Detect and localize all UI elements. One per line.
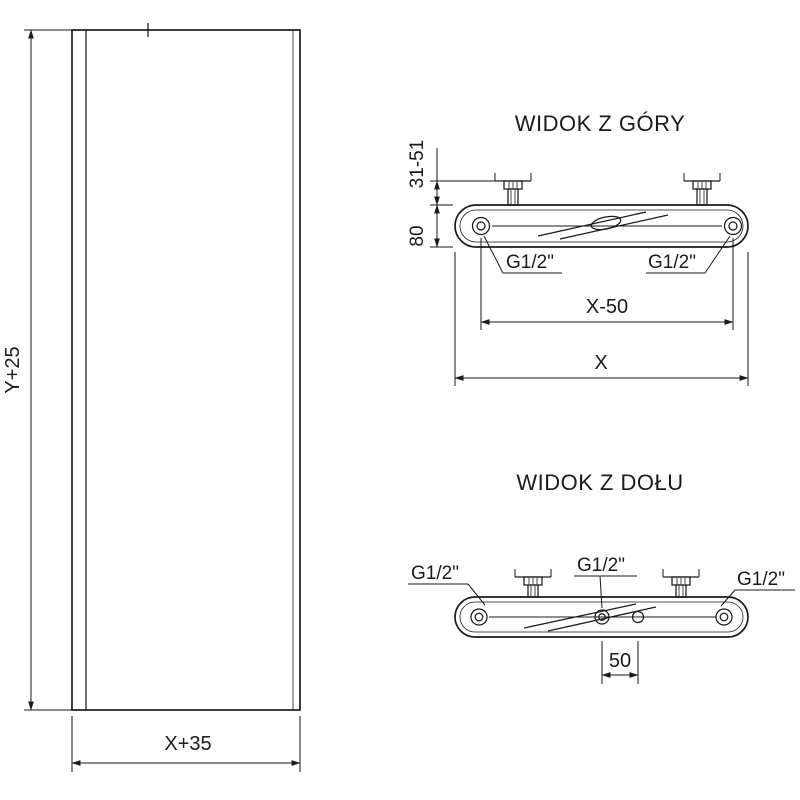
bracket-stem bbox=[696, 188, 708, 206]
width-dimension: X+35 bbox=[71, 716, 301, 772]
bracket-stem bbox=[675, 584, 687, 598]
port-spacing-dimension: X-50 bbox=[480, 238, 734, 330]
leader-line bbox=[720, 589, 736, 607]
port-label: G1/2" bbox=[506, 252, 554, 273]
detail-slot bbox=[590, 215, 622, 231]
top-left-port-callout: G1/2" bbox=[483, 235, 562, 274]
port-right bbox=[723, 216, 743, 236]
leader-line bbox=[467, 583, 486, 606]
leader-line bbox=[483, 235, 504, 274]
top-view: WIDOK Z GÓRY bbox=[407, 111, 749, 386]
panel-outline bbox=[71, 29, 301, 711]
leader-line bbox=[599, 575, 603, 609]
bracket-stem bbox=[507, 188, 519, 206]
width-dim-label: X+35 bbox=[164, 733, 211, 755]
wall-bracket-left bbox=[514, 569, 552, 598]
wall-bracket-left bbox=[494, 173, 532, 206]
port-label: G1/2" bbox=[411, 563, 459, 584]
bracket-depth-label: 31-51 bbox=[407, 140, 428, 189]
bottom-view: WIDOK Z DOŁU bbox=[408, 470, 795, 684]
port-label: G1/2" bbox=[577, 555, 625, 576]
wall-bracket-right bbox=[683, 173, 721, 206]
center-offset-dimension: 50 bbox=[601, 641, 639, 684]
bracket-hatch bbox=[508, 182, 518, 204]
port-spacing-label: X-50 bbox=[586, 296, 628, 318]
overall-width-dimension: X bbox=[454, 252, 749, 386]
bracket-hatch bbox=[528, 578, 538, 596]
top-view-body bbox=[454, 204, 749, 248]
top-view-title: WIDOK Z GÓRY bbox=[515, 111, 686, 136]
port-right-inner bbox=[719, 612, 729, 622]
bracket-hatch bbox=[697, 182, 707, 204]
port-label: G1/2" bbox=[648, 252, 696, 273]
center-offset-label: 50 bbox=[609, 650, 631, 672]
drawing-root: Y+25 X+35 WIDOK Z GÓRY bbox=[2, 23, 795, 772]
port-center-inner bbox=[598, 613, 606, 621]
overall-width-label: X bbox=[594, 352, 607, 374]
port-right bbox=[715, 608, 733, 626]
bracket-depth-dimension: 31-51 bbox=[407, 140, 495, 206]
drain-port bbox=[631, 610, 645, 624]
bracket-hatch bbox=[676, 578, 686, 596]
bracket-stem bbox=[527, 584, 539, 598]
body-depth-label: 80 bbox=[407, 225, 428, 246]
body-inner-contour bbox=[459, 209, 744, 243]
bottom-view-title: WIDOK Z DOŁU bbox=[516, 470, 683, 495]
body-outline bbox=[454, 204, 749, 248]
wall-bracket-right bbox=[662, 569, 700, 598]
bottom-right-port-callout: G1/2" bbox=[720, 569, 795, 607]
port-left bbox=[471, 216, 491, 236]
port-left-inner bbox=[476, 221, 486, 231]
front-view: Y+25 X+35 bbox=[2, 23, 301, 772]
leader-line bbox=[704, 235, 731, 274]
port-right-inner bbox=[728, 221, 738, 231]
bottom-center-port-callout: G1/2" bbox=[574, 555, 637, 609]
body-depth-dimension: 80 bbox=[407, 204, 453, 248]
detail-line bbox=[523, 603, 637, 629]
bottom-left-port-callout: G1/2" bbox=[408, 563, 486, 606]
port-left bbox=[470, 608, 488, 626]
port-left-inner bbox=[474, 612, 484, 622]
port-label: G1/2" bbox=[737, 569, 785, 590]
height-dim-label: Y+25 bbox=[2, 346, 24, 393]
port-center bbox=[594, 609, 610, 625]
height-dimension: Y+25 bbox=[2, 29, 72, 711]
top-right-port-callout: G1/2" bbox=[646, 235, 731, 274]
